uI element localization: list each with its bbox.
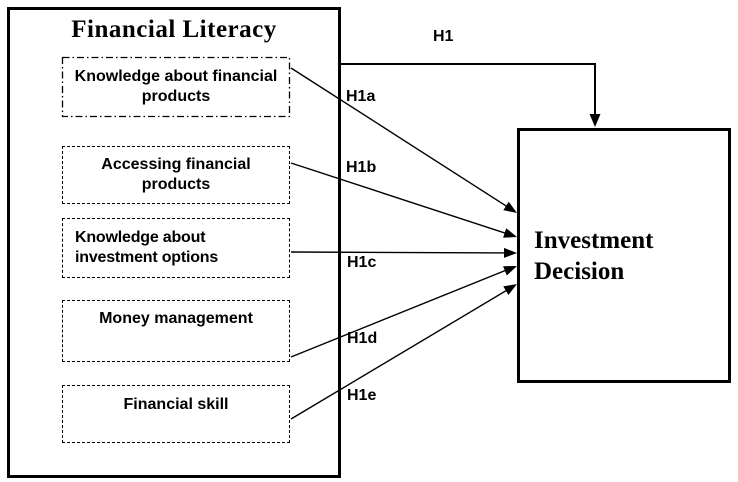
factor-box-financial-skill: Financial skill: [62, 385, 290, 443]
factor-box-knowledge-financial-products: Knowledge about financial products: [62, 57, 290, 117]
factor-label: Accessing financial products: [101, 156, 251, 193]
hypothesis-label-h1d: H1d: [347, 330, 378, 347]
factor-box-accessing-financial-products: Accessing financial products: [62, 146, 290, 204]
hypothesis-label-h1c: H1c: [347, 254, 377, 271]
hypothesis-label-h1a: H1a: [346, 88, 376, 105]
construct-title: Financial Literacy: [71, 16, 277, 43]
hypothesis-label-h1: H1: [433, 28, 454, 45]
hypothesis-label-h1e: H1e: [347, 387, 377, 404]
financial-literacy-box: Financial Literacy Knowledge about finan…: [7, 7, 341, 478]
h1-arrow-line: [341, 63, 596, 116]
h1c-arrowhead-icon: [503, 247, 517, 258]
factor-label: Knowledge about financial products: [74, 68, 278, 105]
investment-decision-box: Investment Decision: [517, 128, 731, 383]
factor-label: Financial skill: [123, 396, 229, 413]
factor-label: Money management: [99, 310, 253, 327]
factor-box-knowledge-investment-options: Knowledge about investment options: [62, 218, 290, 278]
h1-arrowhead-icon: [589, 114, 601, 127]
factor-box-money-management: Money management: [62, 300, 290, 362]
outcome-label: Investment Decision: [534, 226, 654, 285]
hypothesis-label-h1b: H1b: [346, 159, 377, 176]
factor-label: Knowledge about investment options: [75, 229, 219, 266]
